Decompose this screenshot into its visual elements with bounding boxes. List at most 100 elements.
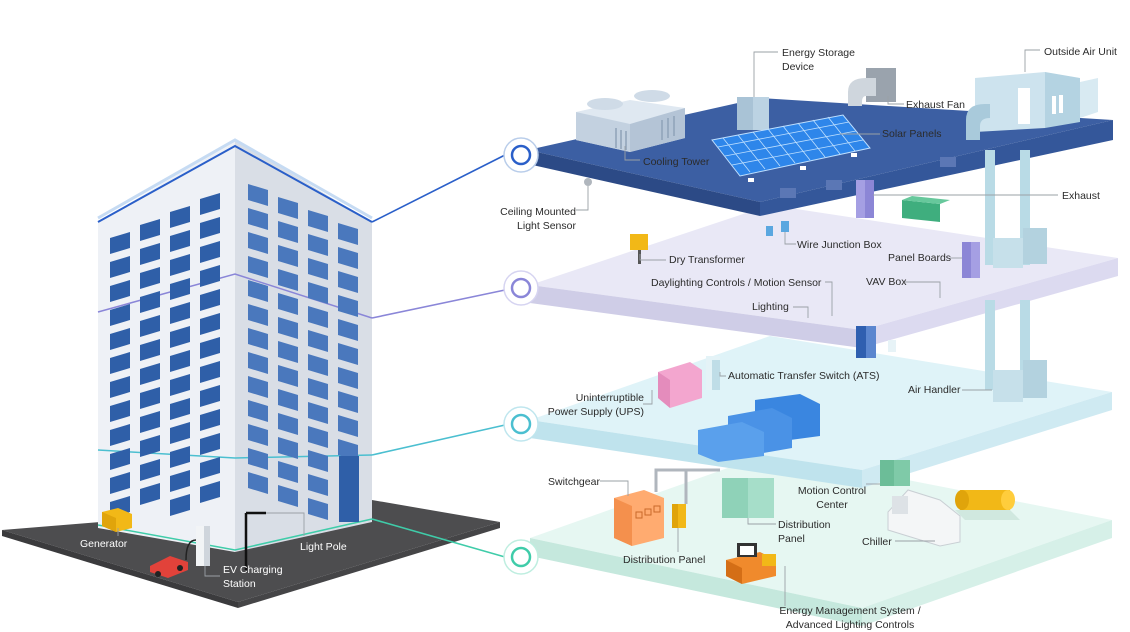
window xyxy=(308,258,328,280)
window xyxy=(110,256,130,278)
window xyxy=(110,376,130,398)
window xyxy=(110,472,130,494)
leader-lines xyxy=(117,49,1058,606)
exhaust-fan xyxy=(848,68,896,106)
window xyxy=(140,291,160,313)
window xyxy=(170,326,190,348)
window xyxy=(308,474,328,496)
window xyxy=(278,197,298,219)
window xyxy=(278,389,298,411)
window xyxy=(338,439,358,461)
generator xyxy=(102,508,132,532)
ceiling-light-sensor xyxy=(584,178,592,186)
cooling-tower xyxy=(576,90,685,152)
window xyxy=(140,243,160,265)
window xyxy=(200,289,220,311)
automatic-transfer-switch xyxy=(706,356,720,390)
label-vav-box: VAV Box xyxy=(866,276,907,288)
window xyxy=(248,352,268,374)
label-chiller: Chiller xyxy=(862,536,892,548)
label-cooling-tower: Cooling Tower xyxy=(643,156,710,168)
window xyxy=(200,217,220,239)
label-air-handler: Air Handler xyxy=(908,384,961,396)
label-lighting: Lighting xyxy=(752,301,789,313)
vav-box xyxy=(993,228,1047,268)
tank xyxy=(955,490,1020,520)
window xyxy=(278,485,298,507)
window xyxy=(140,483,160,505)
window xyxy=(200,265,220,287)
window xyxy=(338,247,358,269)
label-distribution-panel-left: Distribution Panel xyxy=(623,554,706,566)
exhaust-duct xyxy=(856,180,874,218)
window xyxy=(140,459,160,481)
window xyxy=(308,210,328,232)
window xyxy=(248,448,268,470)
window xyxy=(248,424,268,446)
window xyxy=(278,413,298,435)
roof-vents xyxy=(780,157,956,198)
window xyxy=(338,367,358,389)
window xyxy=(200,409,220,431)
window xyxy=(278,293,298,315)
window xyxy=(140,315,160,337)
window xyxy=(200,313,220,335)
wire-junction-box xyxy=(766,221,789,236)
green-box xyxy=(902,196,950,222)
window xyxy=(170,422,190,444)
window xyxy=(278,221,298,243)
dry-transformer xyxy=(630,234,648,264)
window xyxy=(308,282,328,304)
server-racks xyxy=(698,394,820,462)
ups xyxy=(658,362,702,408)
window xyxy=(110,448,130,470)
label-ceiling-light-sensor: Ceiling Mounted Light Sensor xyxy=(500,206,576,232)
window xyxy=(338,319,358,341)
window xyxy=(248,280,268,302)
label-wire-junction-box: Wire Junction Box xyxy=(797,239,882,251)
window xyxy=(248,376,268,398)
window xyxy=(308,234,328,256)
window xyxy=(338,343,358,365)
energy-storage-device xyxy=(737,97,769,130)
window xyxy=(140,219,160,241)
window xyxy=(278,269,298,291)
window xyxy=(200,337,220,359)
window xyxy=(200,457,220,479)
window xyxy=(140,387,160,409)
label-ups: Uninterruptible Power Supply (UPS) xyxy=(547,392,644,418)
window xyxy=(278,317,298,339)
window xyxy=(248,472,268,494)
window xyxy=(278,245,298,267)
window xyxy=(278,365,298,387)
window xyxy=(200,433,220,455)
window xyxy=(338,415,358,437)
window xyxy=(338,391,358,413)
window xyxy=(110,280,130,302)
window xyxy=(248,304,268,326)
window xyxy=(200,193,220,215)
conduit xyxy=(654,468,720,504)
window xyxy=(170,302,190,324)
ev-car xyxy=(150,556,188,578)
window xyxy=(200,385,220,407)
window xyxy=(110,304,130,326)
window xyxy=(170,278,190,300)
ems-desk xyxy=(726,543,776,584)
window xyxy=(170,398,190,420)
window xyxy=(308,306,328,328)
window xyxy=(308,402,328,424)
window xyxy=(110,328,130,350)
window xyxy=(248,256,268,278)
building xyxy=(97,138,373,552)
label-generator: Generator xyxy=(80,538,128,550)
ats-duct xyxy=(856,326,876,358)
label-ems: Energy Management System / Advanced Ligh… xyxy=(779,605,921,631)
light-pole xyxy=(244,511,266,570)
distribution-panel-left xyxy=(672,504,686,528)
label-panel-boards: Panel Boards xyxy=(888,252,952,264)
window xyxy=(278,341,298,363)
window xyxy=(308,330,328,352)
panel-boards xyxy=(962,242,980,278)
label-switchgear: Switchgear xyxy=(548,476,600,488)
